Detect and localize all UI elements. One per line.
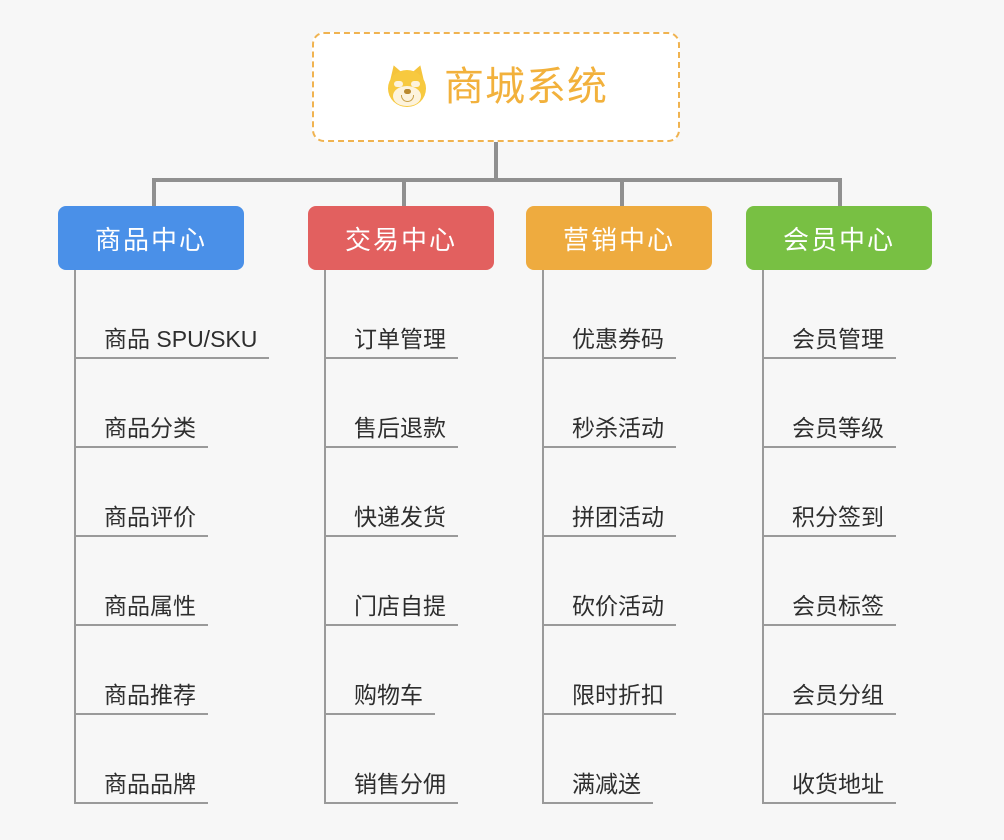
list-item[interactable]: 会员等级 xyxy=(762,359,932,448)
branch-header-product-center[interactable]: 商品中心 xyxy=(58,206,244,270)
list-item[interactable]: 商品评价 xyxy=(74,448,269,537)
list-item[interactable]: 会员标签 xyxy=(762,537,932,626)
list-item[interactable]: 优惠券码 xyxy=(542,270,712,359)
list-item[interactable]: 拼团活动 xyxy=(542,448,712,537)
leaf-label: 砍价活动 xyxy=(542,593,676,626)
branch-body-trade-center: 订单管理 售后退款 快递发货 门店自提 购物车 销售分佣 xyxy=(308,270,494,804)
branch-product-center: 商品中心 商品 SPU/SKU 商品分类 商品评价 商品属性 商品推荐 商品品牌 xyxy=(58,206,270,804)
branch-header-trade-center[interactable]: 交易中心 xyxy=(308,206,494,270)
branch-header-member-center[interactable]: 会员中心 xyxy=(746,206,932,270)
leaf-label: 限时折扣 xyxy=(542,682,676,715)
leaf-label: 快递发货 xyxy=(324,504,458,537)
list-item[interactable]: 会员分组 xyxy=(762,626,932,715)
leaf-label: 门店自提 xyxy=(324,593,458,626)
branch-header-marketing-center[interactable]: 营销中心 xyxy=(526,206,712,270)
connector-drop-3 xyxy=(620,178,624,206)
list-item[interactable]: 限时折扣 xyxy=(542,626,712,715)
connector-drop-4 xyxy=(838,178,842,206)
list-item[interactable]: 销售分佣 xyxy=(324,715,494,804)
branch-body-product-center: 商品 SPU/SKU 商品分类 商品评价 商品属性 商品推荐 商品品牌 xyxy=(58,270,270,804)
list-item[interactable]: 积分签到 xyxy=(762,448,932,537)
leaf-label: 购物车 xyxy=(324,682,435,715)
list-item[interactable]: 商品推荐 xyxy=(74,626,269,715)
leaf-label: 满减送 xyxy=(542,771,653,804)
leaf-label: 商品分类 xyxy=(74,415,208,448)
list-item[interactable]: 售后退款 xyxy=(324,359,494,448)
list-item[interactable]: 秒杀活动 xyxy=(542,359,712,448)
leaf-label: 商品品牌 xyxy=(74,771,208,804)
leaf-list-member-center: 会员管理 会员等级 积分签到 会员标签 会员分组 收货地址 xyxy=(762,270,932,804)
branch-spine xyxy=(542,270,544,804)
list-item[interactable]: 砍价活动 xyxy=(542,537,712,626)
leaf-list-product-center: 商品 SPU/SKU 商品分类 商品评价 商品属性 商品推荐 商品品牌 xyxy=(74,270,270,804)
leaf-label: 销售分佣 xyxy=(324,771,458,804)
list-item[interactable]: 会员管理 xyxy=(762,270,932,359)
connector-drop-1 xyxy=(152,178,156,206)
leaf-label: 优惠券码 xyxy=(542,326,676,359)
leaf-label: 会员管理 xyxy=(762,326,896,359)
leaf-label: 售后退款 xyxy=(324,415,458,448)
list-item[interactable]: 商品分类 xyxy=(74,359,269,448)
leaf-label: 商品 SPU/SKU xyxy=(74,326,270,359)
leaf-label: 秒杀活动 xyxy=(542,415,676,448)
branch-marketing-center: 营销中心 优惠券码 秒杀活动 拼团活动 砍价活动 限时折扣 满减送 xyxy=(526,206,712,804)
branch-spine xyxy=(324,270,326,804)
leaf-label: 商品评价 xyxy=(74,504,208,537)
branch-member-center: 会员中心 会员管理 会员等级 积分签到 会员标签 会员分组 收货地址 xyxy=(746,206,932,804)
leaf-label: 积分签到 xyxy=(762,504,896,537)
list-item[interactable]: 商品属性 xyxy=(74,537,269,626)
leaf-label: 收货地址 xyxy=(762,771,896,804)
leaf-label: 会员等级 xyxy=(762,415,896,448)
leaf-list-marketing-center: 优惠券码 秒杀活动 拼团活动 砍价活动 限时折扣 满减送 xyxy=(542,270,712,804)
branch-spine xyxy=(74,270,76,804)
list-item[interactable]: 门店自提 xyxy=(324,537,494,626)
leaf-label: 商品属性 xyxy=(74,593,208,626)
shiba-dog-face-icon xyxy=(384,62,430,110)
list-item[interactable]: 满减送 xyxy=(542,715,712,804)
branch-trade-center: 交易中心 订单管理 售后退款 快递发货 门店自提 购物车 销售分佣 xyxy=(308,206,494,804)
branch-body-member-center: 会员管理 会员等级 积分签到 会员标签 会员分组 收货地址 xyxy=(746,270,932,804)
list-item[interactable]: 订单管理 xyxy=(324,270,494,359)
leaf-label: 会员分组 xyxy=(762,682,896,715)
connector-drop-2 xyxy=(402,178,406,206)
list-item[interactable]: 商品品牌 xyxy=(74,715,269,804)
list-item[interactable]: 商品 SPU/SKU xyxy=(74,270,270,359)
leaf-label: 拼团活动 xyxy=(542,504,676,537)
connector-stem xyxy=(494,142,498,180)
connector-horizontal-bar xyxy=(152,178,842,182)
branch-body-marketing-center: 优惠券码 秒杀活动 拼团活动 砍价活动 限时折扣 满减送 xyxy=(526,270,712,804)
leaf-label: 商品推荐 xyxy=(74,682,208,715)
branch-spine xyxy=(762,270,764,804)
root-node[interactable]: 商城系统 xyxy=(312,32,680,142)
list-item[interactable]: 快递发货 xyxy=(324,448,494,537)
root-title: 商城系统 xyxy=(444,65,608,109)
leaf-label: 订单管理 xyxy=(324,326,458,359)
leaf-list-trade-center: 订单管理 售后退款 快递发货 门店自提 购物车 销售分佣 xyxy=(324,270,494,804)
list-item[interactable]: 购物车 xyxy=(324,626,494,715)
list-item[interactable]: 收货地址 xyxy=(762,715,932,804)
leaf-label: 会员标签 xyxy=(762,593,896,626)
